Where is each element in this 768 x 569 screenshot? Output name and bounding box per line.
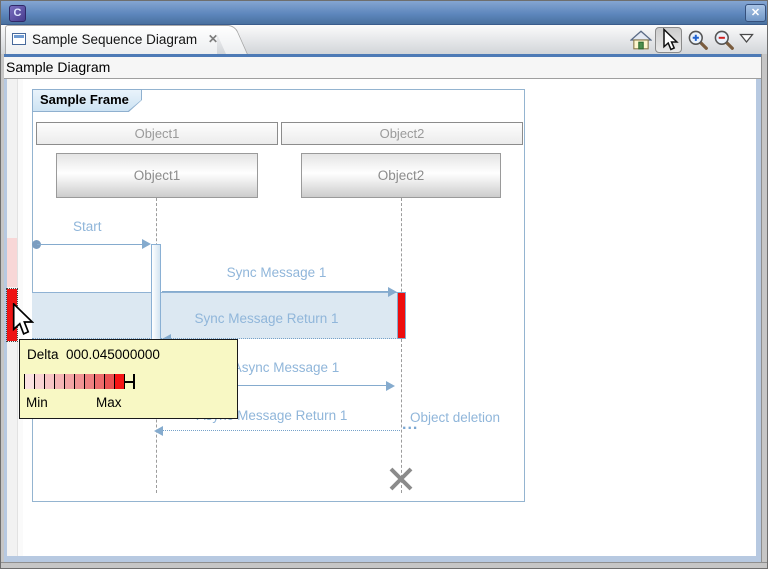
time-compression-segment-min[interactable] <box>7 238 17 287</box>
view-header: Sample Diagram <box>1 57 767 79</box>
select-cursor-icon <box>656 28 681 52</box>
object-deletion-label[interactable]: Object deletion <box>410 410 500 425</box>
message-sync-return1-label[interactable]: Sync Message Return 1 <box>159 311 374 326</box>
lifeline-box-object1[interactable]: Object1 <box>56 153 258 198</box>
scale-segment <box>44 374 54 389</box>
scale-segment <box>94 374 104 389</box>
lifeline-header-object2[interactable]: Object2 <box>281 122 523 145</box>
zoom-out-icon <box>713 29 735 51</box>
scale-segment <box>114 374 125 389</box>
view-title: Sample Diagram <box>6 59 110 75</box>
execution-occurrence-object2-red[interactable] <box>397 292 406 339</box>
frame-label: Sample Frame <box>40 92 129 107</box>
window-close-button[interactable]: ✕ <box>745 4 766 22</box>
delta-label: Delta <box>27 347 59 362</box>
shell-border-right <box>756 79 761 562</box>
lifeline-header-object1[interactable]: Object1 <box>36 122 278 145</box>
tooltip-scale-end-tick <box>125 374 135 389</box>
lifeline-object2[interactable] <box>401 198 402 493</box>
delta-tooltip: Delta 000.045000000 Min Max <box>19 339 238 419</box>
scale-segment <box>104 374 114 389</box>
message-async-return1-line[interactable] <box>163 430 400 431</box>
zoom-in-button[interactable] <box>687 29 709 51</box>
message-start-line[interactable] <box>37 244 147 245</box>
tooltip-scale <box>24 374 135 389</box>
scale-segment <box>24 374 34 389</box>
tab-label[interactable]: Sample Sequence Diagram <box>32 32 197 47</box>
sequence-diagram-icon <box>12 33 26 45</box>
mouse-cursor <box>12 303 34 337</box>
continuation-dots: ... <box>402 416 418 434</box>
message-sync1-label[interactable]: Sync Message 1 <box>169 265 384 280</box>
message-sync1-arrowhead <box>388 287 397 297</box>
home-button[interactable] <box>630 29 652 51</box>
scale-segment <box>74 374 84 389</box>
select-tool-button[interactable] <box>655 27 682 53</box>
stop-cross-icon <box>386 464 416 494</box>
app-icon[interactable]: C <box>9 5 26 22</box>
scale-min-label: Min <box>26 395 48 410</box>
window-edge-bottom <box>1 562 768 569</box>
zoom-out-button[interactable] <box>713 29 735 51</box>
delta-value: 000.045000000 <box>66 347 160 362</box>
dropdown-arrow-icon <box>739 33 754 44</box>
lifeline-box-object2[interactable]: Object2 <box>301 153 501 198</box>
scale-segment <box>54 374 64 389</box>
scale-segment <box>84 374 94 389</box>
zoom-in-icon <box>687 29 709 51</box>
tab-close-icon[interactable]: ✕ <box>208 32 218 46</box>
message-async1-arrowhead <box>386 381 395 391</box>
arrow-cursor-icon <box>12 303 34 337</box>
scale-segment <box>64 374 74 389</box>
tooltip-scale-segments <box>24 374 125 389</box>
window-titlebar: C ✕ <box>1 1 767 25</box>
message-start-arrowhead <box>142 239 151 249</box>
home-icon <box>630 29 652 51</box>
view-menu-button[interactable] <box>739 31 754 42</box>
message-start-label[interactable]: Start <box>73 219 102 234</box>
window-edge-right <box>761 54 768 569</box>
shell-border-bottom <box>4 556 761 562</box>
message-async-return1-arrowhead <box>154 426 163 436</box>
object-deletion-stop-node[interactable] <box>386 464 416 494</box>
scale-max-label: Max <box>96 395 122 410</box>
scale-segment <box>34 374 44 389</box>
message-sync1-line[interactable] <box>162 291 394 292</box>
execution-occurrence-object1[interactable] <box>151 244 161 340</box>
